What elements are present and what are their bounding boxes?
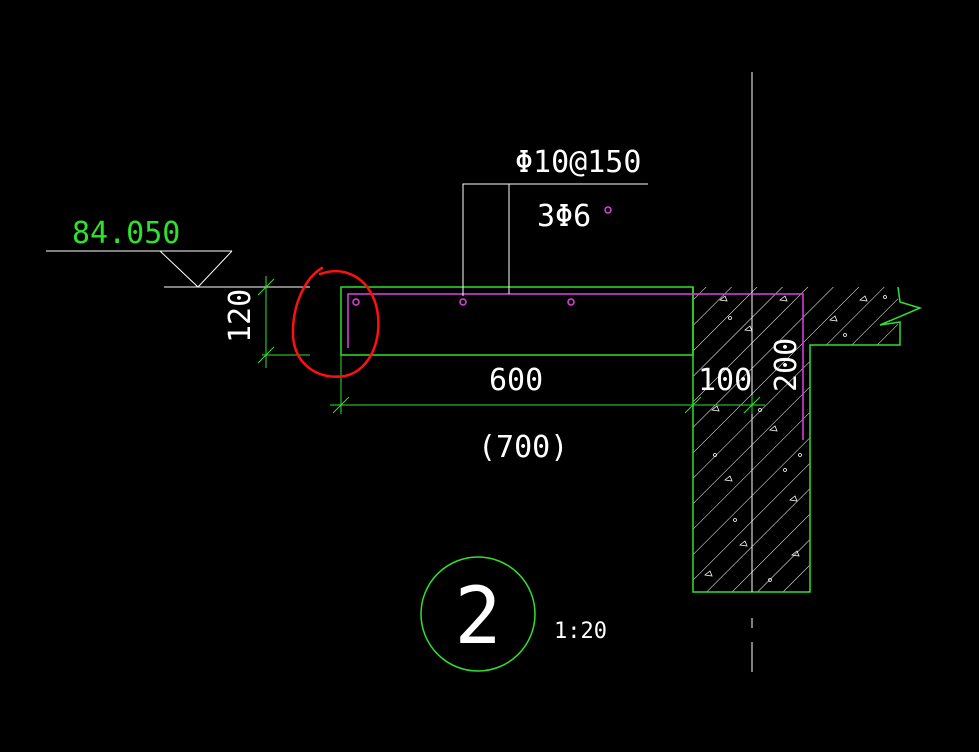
distribution-bar-2 (459, 298, 467, 306)
detail-number-circle (420, 556, 536, 672)
thickness-label: 120 (223, 289, 258, 343)
thickness-dimension (257, 276, 310, 368)
wall-width-label: 100 (698, 363, 752, 398)
rebar-spacing-label: Φ10@150 (515, 145, 641, 180)
wall-hatch-fill (693, 287, 898, 592)
rebar-count-label: 3Φ6 (537, 199, 591, 234)
span-dimension (330, 355, 765, 414)
red-annotation-circle (291, 266, 380, 378)
wall-section (692, 286, 923, 593)
distribution-bar-legend (604, 206, 612, 214)
rebar (347, 206, 804, 440)
span-label: 600 (489, 363, 543, 398)
rebar-leader (462, 183, 648, 296)
main-rebar-line (347, 293, 804, 440)
distribution-bar-1 (352, 298, 360, 306)
span-total-label: (700) (478, 430, 568, 465)
detail-number: 2 (455, 572, 502, 662)
distribution-bar-3 (567, 298, 575, 306)
elevation-marker (46, 250, 310, 288)
concrete-aggregate-marks (704, 295, 887, 582)
scale-label: 1:20 (554, 619, 607, 644)
slab-outline (340, 286, 694, 356)
wall-total-label: 200 (769, 338, 804, 392)
elevation-value: 84.050 (72, 216, 180, 251)
